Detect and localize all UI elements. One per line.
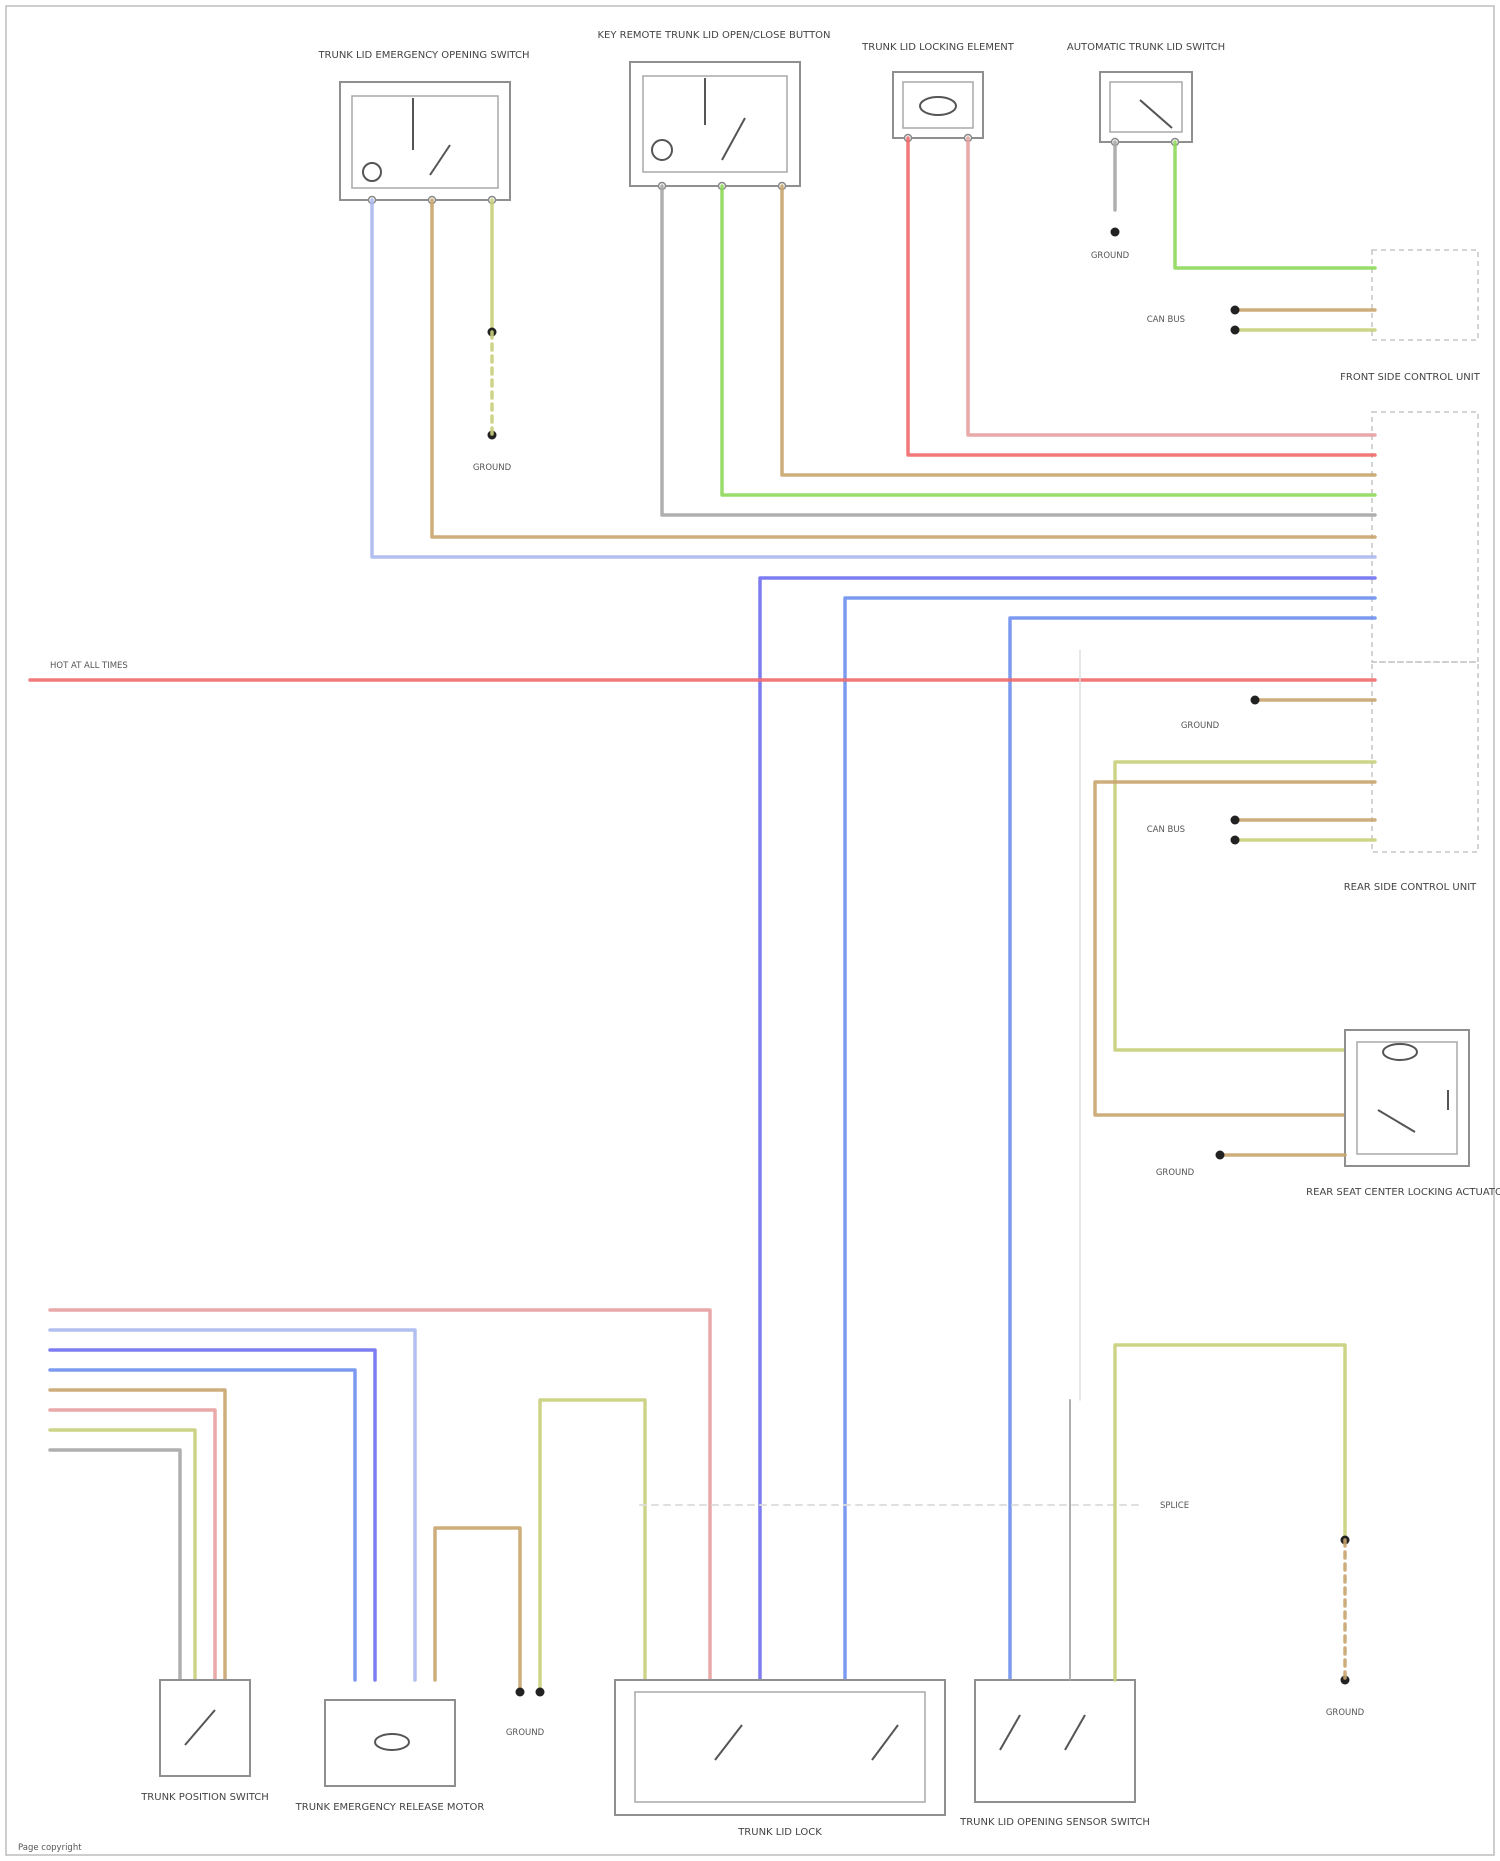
component-label: AUTOMATIC TRUNK LID SWITCH xyxy=(1067,42,1225,53)
ground-label: GROUND xyxy=(506,1728,545,1738)
module-label: REAR SIDE CONTROL UNIT xyxy=(1344,882,1477,893)
ground-label: GROUND xyxy=(1156,1168,1195,1178)
can-bus-label: CAN BUS xyxy=(1147,825,1185,835)
ground-label: GROUND xyxy=(1326,1708,1365,1718)
footer-text: Page copyright xyxy=(18,1843,82,1853)
component-label: TRUNK POSITION SWITCH xyxy=(140,1792,269,1803)
component-locking-element: TRUNK LID LOCKING ELEMENT xyxy=(861,42,1015,142)
component-label: KEY REMOTE TRUNK LID OPEN/CLOSE BUTTON xyxy=(597,30,830,41)
component-label: TRUNK LID LOCK xyxy=(737,1827,822,1838)
component-label: TRUNK EMERGENCY RELEASE MOTOR xyxy=(295,1802,485,1813)
power-feed-label: HOT AT ALL TIMES xyxy=(50,661,128,671)
component-key-remote-button: KEY REMOTE TRUNK LID OPEN/CLOSE BUTTON xyxy=(597,30,830,190)
splice-label: SPLICE xyxy=(1160,1501,1189,1511)
module-rear-side-control-unit: REAR SIDE CONTROL UNIT xyxy=(1344,662,1478,893)
component-opening-sensor-switch: TRUNK LID OPENING SENSOR SWITCH xyxy=(959,1680,1150,1828)
ground-label: GROUND xyxy=(1091,251,1130,261)
component-emergency-switch: TRUNK LID EMERGENCY OPENING SWITCH xyxy=(317,50,529,204)
component-automatic-switch: AUTOMATIC TRUNK LID SWITCH xyxy=(1067,42,1225,146)
component-label: TRUNK LID LOCKING ELEMENT xyxy=(861,42,1015,53)
component-trunk-position-switch: TRUNK POSITION SWITCH xyxy=(140,1680,269,1803)
component-label: TRUNK LID OPENING SENSOR SWITCH xyxy=(959,1817,1150,1828)
component-trunk-lid-lock: TRUNK LID LOCK xyxy=(615,1680,945,1838)
page-frame xyxy=(6,6,1494,1855)
component-label: REAR SEAT CENTER LOCKING ACTUATOR xyxy=(1306,1187,1500,1198)
can-bus-label: CAN BUS xyxy=(1147,315,1185,325)
ground-label: GROUND xyxy=(1181,721,1220,731)
module-label: FRONT SIDE CONTROL UNIT xyxy=(1340,372,1481,383)
ground-label: GROUND xyxy=(473,463,512,473)
component-label: TRUNK LID EMERGENCY OPENING SWITCH xyxy=(317,50,529,61)
component-emergency-release-motor: TRUNK EMERGENCY RELEASE MOTOR xyxy=(295,1700,485,1813)
